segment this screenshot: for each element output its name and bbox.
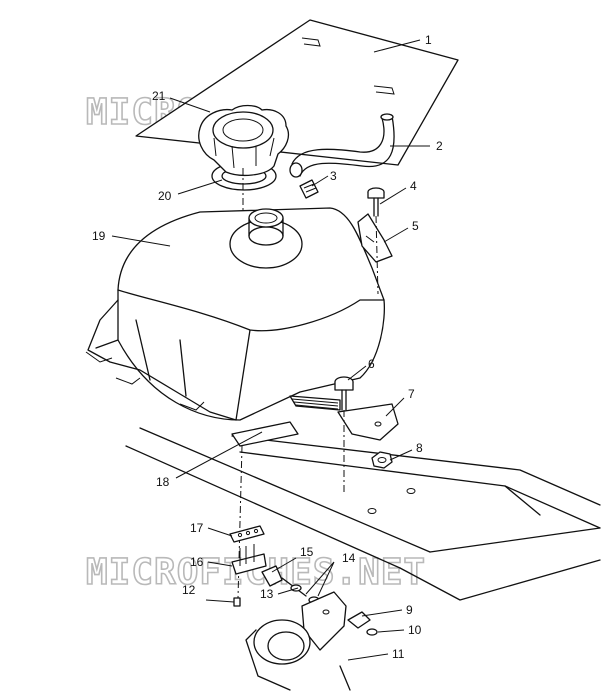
callout-7: 7 — [408, 387, 415, 401]
callout-18: 18 — [156, 475, 170, 489]
callout-5: 5 — [412, 219, 419, 233]
callout-12: 12 — [182, 583, 196, 597]
callout-11: 11 — [392, 647, 405, 661]
fuel-cap — [198, 104, 290, 177]
vent-hose — [289, 113, 395, 178]
callout-20: 20 — [158, 189, 172, 203]
callout-19: 19 — [92, 229, 106, 243]
callout-labels: 1 2 3 4 5 6 7 8 9 10 11 12 13 14 15 16 1… — [92, 33, 443, 661]
clip-strip — [229, 525, 265, 543]
callout-14: 14 — [342, 551, 356, 565]
callout-3: 3 — [330, 169, 337, 183]
strap-plate — [337, 403, 399, 441]
bolt-upper — [367, 187, 385, 217]
valve-mounting-panel — [245, 591, 351, 691]
callout-2: 2 — [436, 139, 443, 153]
callout-8: 8 — [416, 441, 423, 455]
fuel-valve — [231, 544, 267, 575]
nut — [371, 451, 393, 469]
callout-17: 17 — [190, 521, 204, 535]
screw-small — [233, 597, 241, 607]
screw-panel — [366, 628, 378, 636]
callout-21: 21 — [152, 89, 166, 103]
callout-4: 4 — [410, 179, 417, 193]
callout-1: 1 — [425, 33, 432, 47]
fuel-tank — [85, 207, 386, 421]
retaining-clip — [347, 611, 371, 629]
frame-rails — [125, 427, 601, 601]
mount-bracket — [357, 213, 393, 263]
callout-6: 6 — [368, 357, 375, 371]
bolt-lower — [334, 376, 354, 411]
callout-10: 10 — [408, 623, 422, 637]
callout-13: 13 — [260, 587, 274, 601]
callout-16: 16 — [190, 555, 204, 569]
callout-15: 15 — [300, 545, 314, 559]
callout-9: 9 — [406, 603, 413, 617]
vent-fitting — [299, 179, 319, 199]
leader-lines — [111, 39, 430, 661]
tank-pad — [231, 421, 299, 447]
